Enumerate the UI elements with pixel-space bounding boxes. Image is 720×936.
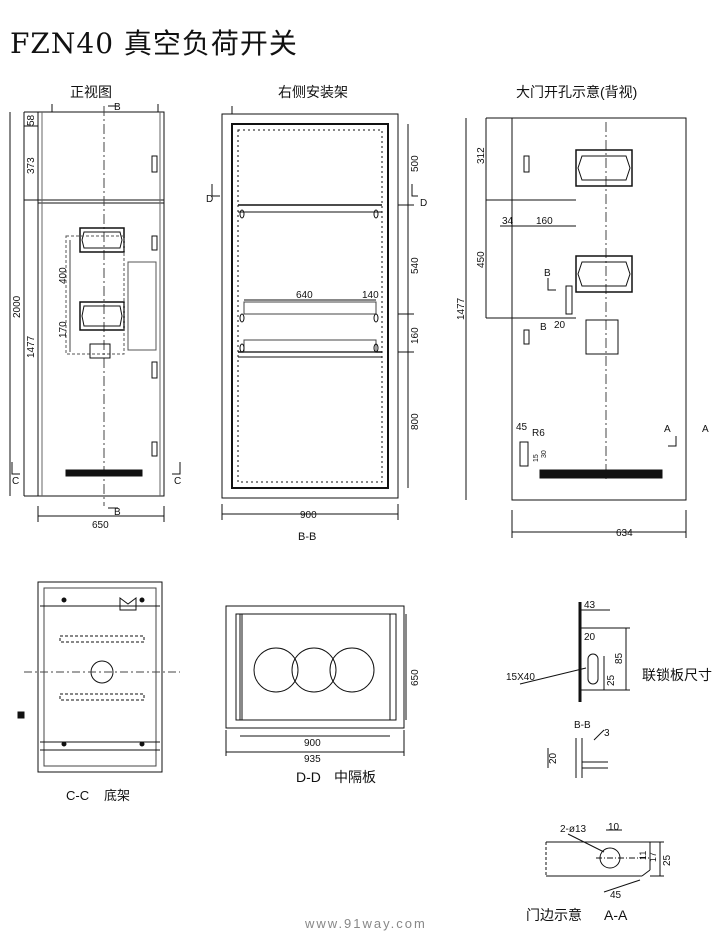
drawing-title: FZN40 真空负荷开关 [10, 27, 298, 60]
door-edge-detail [545, 829, 664, 893]
dim-450: 450 [476, 251, 487, 268]
front-cut-c-right: C [174, 476, 181, 487]
side-frame-outline [221, 113, 399, 499]
dim-650-front: 650 [92, 520, 109, 531]
front-section-b-bottom: B [114, 507, 121, 518]
dim-1477: 1477 [26, 335, 37, 358]
interlock-title: 联锁板尺寸 [642, 667, 712, 683]
door-edge-title-text: 门边示意 [526, 907, 582, 923]
dim-500: 500 [410, 155, 421, 172]
dim-140: 140 [362, 290, 379, 301]
dim-25-edge: 25 [662, 854, 673, 866]
dim-640: 640 [296, 290, 313, 301]
partition-view [225, 605, 407, 756]
dim-30: 30 [541, 450, 548, 458]
dim-900-side: 900 [300, 510, 317, 521]
dim-r6: R6 [532, 428, 545, 439]
dim-3: 3 [604, 728, 610, 739]
side-view [211, 106, 418, 520]
side-view-title: 右侧安装架 [278, 84, 348, 100]
front-view [9, 104, 181, 522]
dim-540: 540 [410, 257, 421, 274]
side-cut-d-right: D [420, 198, 427, 209]
interlock-bb-label: B-B [574, 720, 591, 731]
base-title-text: 底架 [104, 788, 130, 803]
front-cabinet-outline [37, 111, 165, 497]
dim-2000: 2000 [12, 295, 23, 318]
interlock-detail [519, 602, 630, 778]
dim-34: 34 [502, 216, 514, 227]
dim-20-interlock: 20 [584, 632, 596, 643]
door-b-upper: B [544, 268, 551, 279]
dim-20-bb: 20 [548, 752, 559, 764]
side-section-label: B-B [298, 531, 316, 543]
partition-outline [225, 605, 405, 729]
dim-170: 170 [58, 321, 69, 338]
dim-20-door: 20 [554, 320, 566, 331]
base-title-cc: C-C [66, 788, 89, 803]
dim-85: 85 [614, 652, 625, 664]
dim-373: 373 [26, 157, 37, 174]
base-outline [37, 581, 163, 773]
door-b-lower: B [540, 322, 547, 333]
dim-160-door: 160 [536, 216, 553, 227]
dim-17: 17 [648, 852, 658, 862]
dim-800: 800 [410, 413, 421, 430]
door-view [465, 117, 687, 538]
dim-900-partition: 900 [304, 738, 321, 749]
dim-58: 58 [26, 114, 37, 126]
dim-400: 400 [58, 267, 69, 284]
front-cut-c-left: C [12, 476, 19, 487]
side-cut-d-left: D [206, 194, 213, 205]
dim-634: 634 [616, 528, 633, 539]
dim-10: 10 [608, 822, 620, 833]
dim-43: 43 [584, 600, 596, 611]
front-section-b-top: B [114, 102, 121, 113]
dim-45-door: 45 [516, 422, 528, 433]
holes-spec: 2-ø13 [560, 824, 587, 835]
base-view [17, 581, 180, 773]
dim-25-interlock: 25 [606, 674, 617, 686]
door-edge-title-aa: A-A [604, 907, 628, 923]
footer-watermark: www.91way.com [305, 916, 427, 931]
partition-title-dd: D-D [296, 769, 321, 785]
dim-650-partition: 650 [410, 669, 421, 686]
dim-935: 935 [304, 754, 321, 765]
dim-312: 312 [476, 147, 487, 164]
dim-15: 15 [533, 454, 540, 462]
front-view-title: 正视图 [70, 84, 112, 100]
slot-size: 15X40 [506, 672, 535, 683]
angle-45: 45 [610, 890, 622, 901]
dim-160-side: 160 [410, 327, 421, 344]
dim-11: 11 [638, 851, 648, 860]
door-outline [511, 117, 687, 501]
partition-title-text: 中隔板 [334, 769, 376, 785]
dim-1477-door: 1477 [456, 297, 467, 320]
door-view-title: 大门开孔示意(背视) [516, 84, 638, 100]
door-a-left: A [664, 424, 671, 435]
door-a-right: A [702, 424, 709, 435]
